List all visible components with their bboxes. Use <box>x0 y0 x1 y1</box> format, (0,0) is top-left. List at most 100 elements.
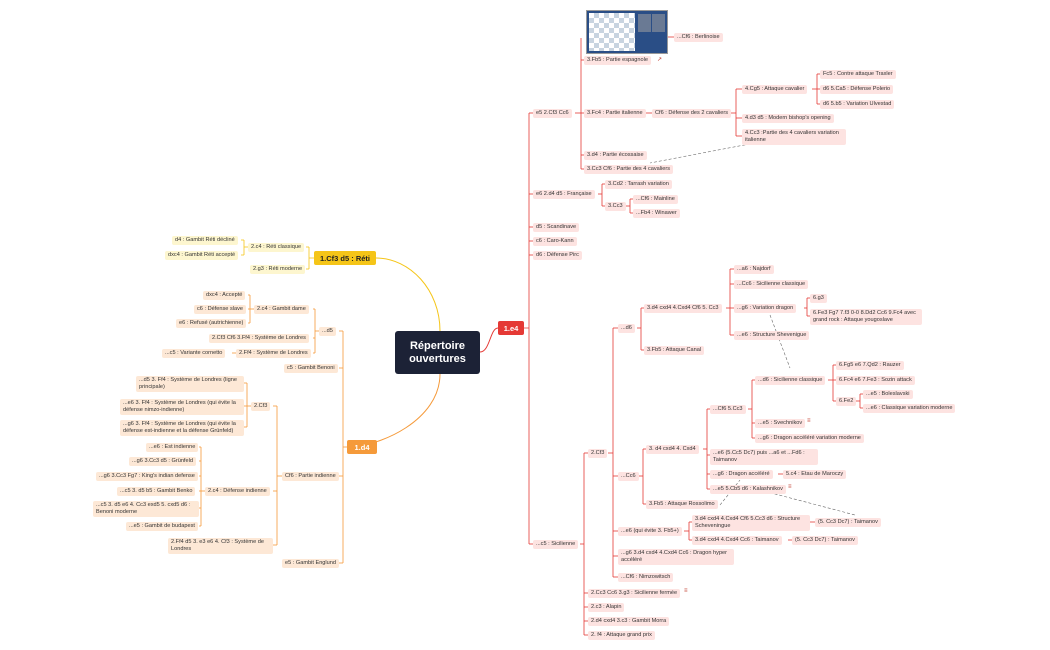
node-hyper-accelere[interactable]: ...g6 3.d4 cxd4 4.Cxd4 Cc6 : Dragon hype… <box>618 549 734 565</box>
chessboard-thumbnail[interactable] <box>586 10 668 54</box>
node-yougoslave[interactable]: 6.Fe3 Fg7 7.f3 0-0 8.Dd2 Cc6 9.Fc4 avec … <box>810 309 922 325</box>
node-francaise[interactable]: e6 2.d4 d5 : Française <box>533 190 595 199</box>
node-londres-cf3[interactable]: 2.Cf3 Cf6 3.Ff4 : Système de Londres <box>209 334 309 343</box>
node-defense-indienne[interactable]: 2.c4 : Défense indienne <box>205 487 270 496</box>
root-label: Répertoire ouvertures <box>409 339 466 365</box>
node-sozin[interactable]: 6.Fc4 e6 7.Fe3 : Sozin attack <box>836 376 915 385</box>
node-sic-d6[interactable]: ...d6 <box>618 324 635 333</box>
node-taimanov-b[interactable]: (5. Cc3 Dc7) : Taimanov <box>792 536 858 545</box>
node-dragon-accel-moderne[interactable]: ...g6 : Dragon accéléré variation modern… <box>755 434 864 443</box>
external-link-icon[interactable]: ↗ <box>657 57 663 63</box>
node-rossolimo[interactable]: 3.Fb5 : Attaque Rossolimo <box>646 500 718 509</box>
branch-reti[interactable]: 1.Cf3 d5 : Réti <box>314 251 376 265</box>
node-londres-nimzo[interactable]: ...e6 3. Ff4 : Système de Londres (qui é… <box>120 399 244 415</box>
node-londres-ff4[interactable]: 2.Ff4 : Système de Londres <box>236 349 311 358</box>
node-gambit-dame[interactable]: 2.c4 : Gambit dame <box>254 305 309 314</box>
node-dragon[interactable]: ...g6 : Variation dragon <box>734 304 797 313</box>
player-camera-2 <box>652 14 665 32</box>
node-pirc[interactable]: d6 : Défense Pirc <box>533 251 582 260</box>
node-e5[interactable]: e5 2.Cf3 Cc6 <box>533 109 572 118</box>
node-classique-moderne[interactable]: ...e6 : Classique variation moderne <box>863 404 956 413</box>
node-quatre-cavaliers-italienne[interactable]: 4.Cc3 :Partie des 4 cavaliers variation … <box>742 129 846 145</box>
node-boleslavski[interactable]: ...e5 : Boleslavski <box>863 390 913 399</box>
node-taimanov-cc6[interactable]: 3.d4 cxd4 4.Cxd4 Cc6 : Taimanov <box>692 536 782 545</box>
node-sic-cc6[interactable]: ...Cc6 <box>618 472 639 481</box>
node-rauzer[interactable]: 6.Fg5 e6 7.Qd2 : Rauzer <box>836 361 904 370</box>
notes-icon-3[interactable]: ≡ <box>684 588 688 594</box>
node-kalashnikov[interactable]: ...e5 5.Cb5 d6 : Kalashnikov <box>710 485 786 494</box>
node-reti-classique[interactable]: 2.c4 : Réti classique <box>248 243 305 252</box>
node-caro-kann[interactable]: c6 : Caro-Kann <box>533 237 577 246</box>
node-londres-est[interactable]: ...g6 3. Ff4 : Système de Londres (qui é… <box>120 420 244 436</box>
node-benoni[interactable]: c5 : Gambit Benoni <box>284 364 338 373</box>
node-scheveningue[interactable]: 3.d4 cxd4 4.Cxd4 Cf6 5.Cc3 d6 : Structur… <box>692 515 810 531</box>
node-budapest[interactable]: ...e5 : Gambit de budapest <box>126 522 198 531</box>
node-sicilienne[interactable]: ...c5 : Sicilienne <box>533 540 579 549</box>
node-cf6-cc3[interactable]: ...Cf6 5.Cc3 <box>710 405 746 414</box>
node-traxler[interactable]: Fc5 : Contre attaque Traxler <box>820 70 896 79</box>
branch-e4[interactable]: 1.e4 <box>498 321 524 335</box>
node-maroczy[interactable]: 5.c4 : Etau de Maroczy <box>783 470 847 479</box>
node-accepte[interactable]: dxc4 : Accepté <box>203 291 246 300</box>
node-mainline[interactable]: ...Cf6 : Mainline <box>633 195 678 204</box>
node-slave[interactable]: c6 : Défense slave <box>194 305 247 314</box>
node-quatre-cavaliers[interactable]: 3.Cc3 Cf6 : Partie des 4 cavaliers <box>584 165 674 174</box>
node-alapin[interactable]: 2.c3 : Alapin <box>588 603 625 612</box>
node-londres-ff4-d5[interactable]: 2.Ff4 d5 3. e3 e6 4. Cf3 : Système de Lo… <box>168 538 273 554</box>
node-refuse[interactable]: e6 : Refusé (autrichienne) <box>176 319 247 328</box>
node-e6-fb5[interactable]: ...e6 (qui évite 3. Fb5+) <box>618 527 682 536</box>
branch-e4-label: 1.e4 <box>503 323 519 333</box>
node-kid[interactable]: ...g6 3.Cc3 Fg7 : King's indian defense <box>96 472 198 481</box>
node-tarrash[interactable]: 3.Cd2 : Tarrash variation <box>605 180 672 189</box>
node-italienne[interactable]: 3.Fc4 : Partie italienne <box>584 109 646 118</box>
node-grunfeld[interactable]: ...g6 3.Cc3 d5 : Grünfeld <box>129 457 196 466</box>
notes-icon[interactable]: ≡ <box>807 418 811 424</box>
node-berlinoise[interactable]: ...Cf6 : Berlinoise <box>674 33 723 42</box>
node-gambit-reti-decline[interactable]: d4 : Gambit Réti décliné <box>172 236 238 245</box>
node-cornetto[interactable]: ...c5 : Variante cornetto <box>162 349 226 358</box>
node-benko[interactable]: ...c5 3. d5 b5 : Gambit Benko <box>117 487 196 496</box>
node-est-indienne[interactable]: ...e6 : Est indienne <box>146 443 199 452</box>
node-partie-indienne[interactable]: Cf6 : Partie indienne <box>282 472 339 481</box>
node-englund[interactable]: e5 : Gambit Englund <box>282 559 339 568</box>
notes-icon-2[interactable]: ≡ <box>788 484 792 490</box>
branch-d4[interactable]: 1.d4 <box>347 440 377 454</box>
node-cc3[interactable]: 3.Cc3 <box>605 202 626 211</box>
node-d4-d5[interactable]: ...d5 <box>319 327 336 336</box>
node-gambit-reti-accepte[interactable]: dxc4 : Gambit Réti accepté <box>165 251 239 260</box>
node-morra[interactable]: 2.d4 cxd4 3.c3 : Gambit Morra <box>588 617 670 626</box>
node-modern-bishop[interactable]: 4.d3 d5 : Modern bishop's opening <box>742 114 834 123</box>
node-ulvestad[interactable]: d6 5.b5 : Variation Ulvestad <box>820 100 895 109</box>
node-attaque-cavalier[interactable]: 4.Cg5 : Attaque cavalier <box>742 85 808 94</box>
node-espagnole[interactable]: 3.Fb5 : Partie espagnole <box>584 56 651 65</box>
root-node[interactable]: Répertoire ouvertures <box>395 331 480 374</box>
node-benoni-moderne[interactable]: ...c5 3. d5 e6 4. Cc3 exd5 5. cxd5 d6 : … <box>93 501 199 517</box>
node-fe2[interactable]: 6.Fe2 <box>836 397 857 406</box>
node-open-cc6[interactable]: 3. d4 cxd4 4. Cxd4 <box>646 445 699 454</box>
node-shevenigue-d6[interactable]: ...e6 : Structure Shevenigue <box>734 331 810 340</box>
node-open-d6[interactable]: 3.d4 cxd4 4.Cxd4 Cf6 5. Cc3 <box>644 304 722 313</box>
node-canal[interactable]: 3.Fb5 : Attaque Canal <box>644 346 705 355</box>
node-sic-cf3[interactable]: 2.Cf3 <box>588 449 608 458</box>
node-grand-prix[interactable]: 2. f4 : Attaque grand prix <box>588 631 655 640</box>
node-g3[interactable]: 6.g3 <box>810 294 827 303</box>
node-londres-principale[interactable]: ...d5 3. Ff4 : Système de Londres (ligne… <box>136 376 244 392</box>
node-deux-cavaliers[interactable]: Cf6 : Défense des 2 cavaliers <box>652 109 732 118</box>
node-winawer[interactable]: ...Fb4 : Winawer <box>633 209 680 218</box>
node-ecossaise[interactable]: 3.d4 : Partie écossaise <box>584 151 647 160</box>
node-taimanov-e6[interactable]: ...e6 (5.Cc5 Dc7) puis ...a6 et ...Fd6 :… <box>710 449 818 465</box>
node-taimanov-a[interactable]: (5. Cc3 Dc7) : Taimanov <box>815 518 881 527</box>
node-nimzowitsch[interactable]: ...Cf6 : Nimzowitsch <box>618 573 674 582</box>
node-najdorf[interactable]: ...a6 : Najdorf <box>734 265 774 274</box>
edge-root-reti <box>375 257 441 332</box>
node-sveshnikov[interactable]: ...e5 : Svechnikov <box>755 419 806 428</box>
node-scandinave[interactable]: d5 : Scandinave <box>533 223 580 232</box>
node-polerio[interactable]: d6 5.Ca5 : Défense Polerio <box>820 85 894 94</box>
node-sic-fermee[interactable]: 2.Cc3 Cc6 3.g3 : Sicilienne fermée <box>588 589 681 598</box>
node-dragon-accel[interactable]: ...g6 : Dragon accéléré <box>710 470 773 479</box>
node-reti-moderne[interactable]: 2.g3 : Réti moderne <box>250 265 306 274</box>
node-d4-cf3[interactable]: 2.Cf3 <box>251 402 271 411</box>
node-sic-classique[interactable]: ...Cc6 : Sicilienne classique <box>734 280 809 289</box>
node-d6-classique[interactable]: ...d6 : Sicilienne classique <box>755 376 826 385</box>
